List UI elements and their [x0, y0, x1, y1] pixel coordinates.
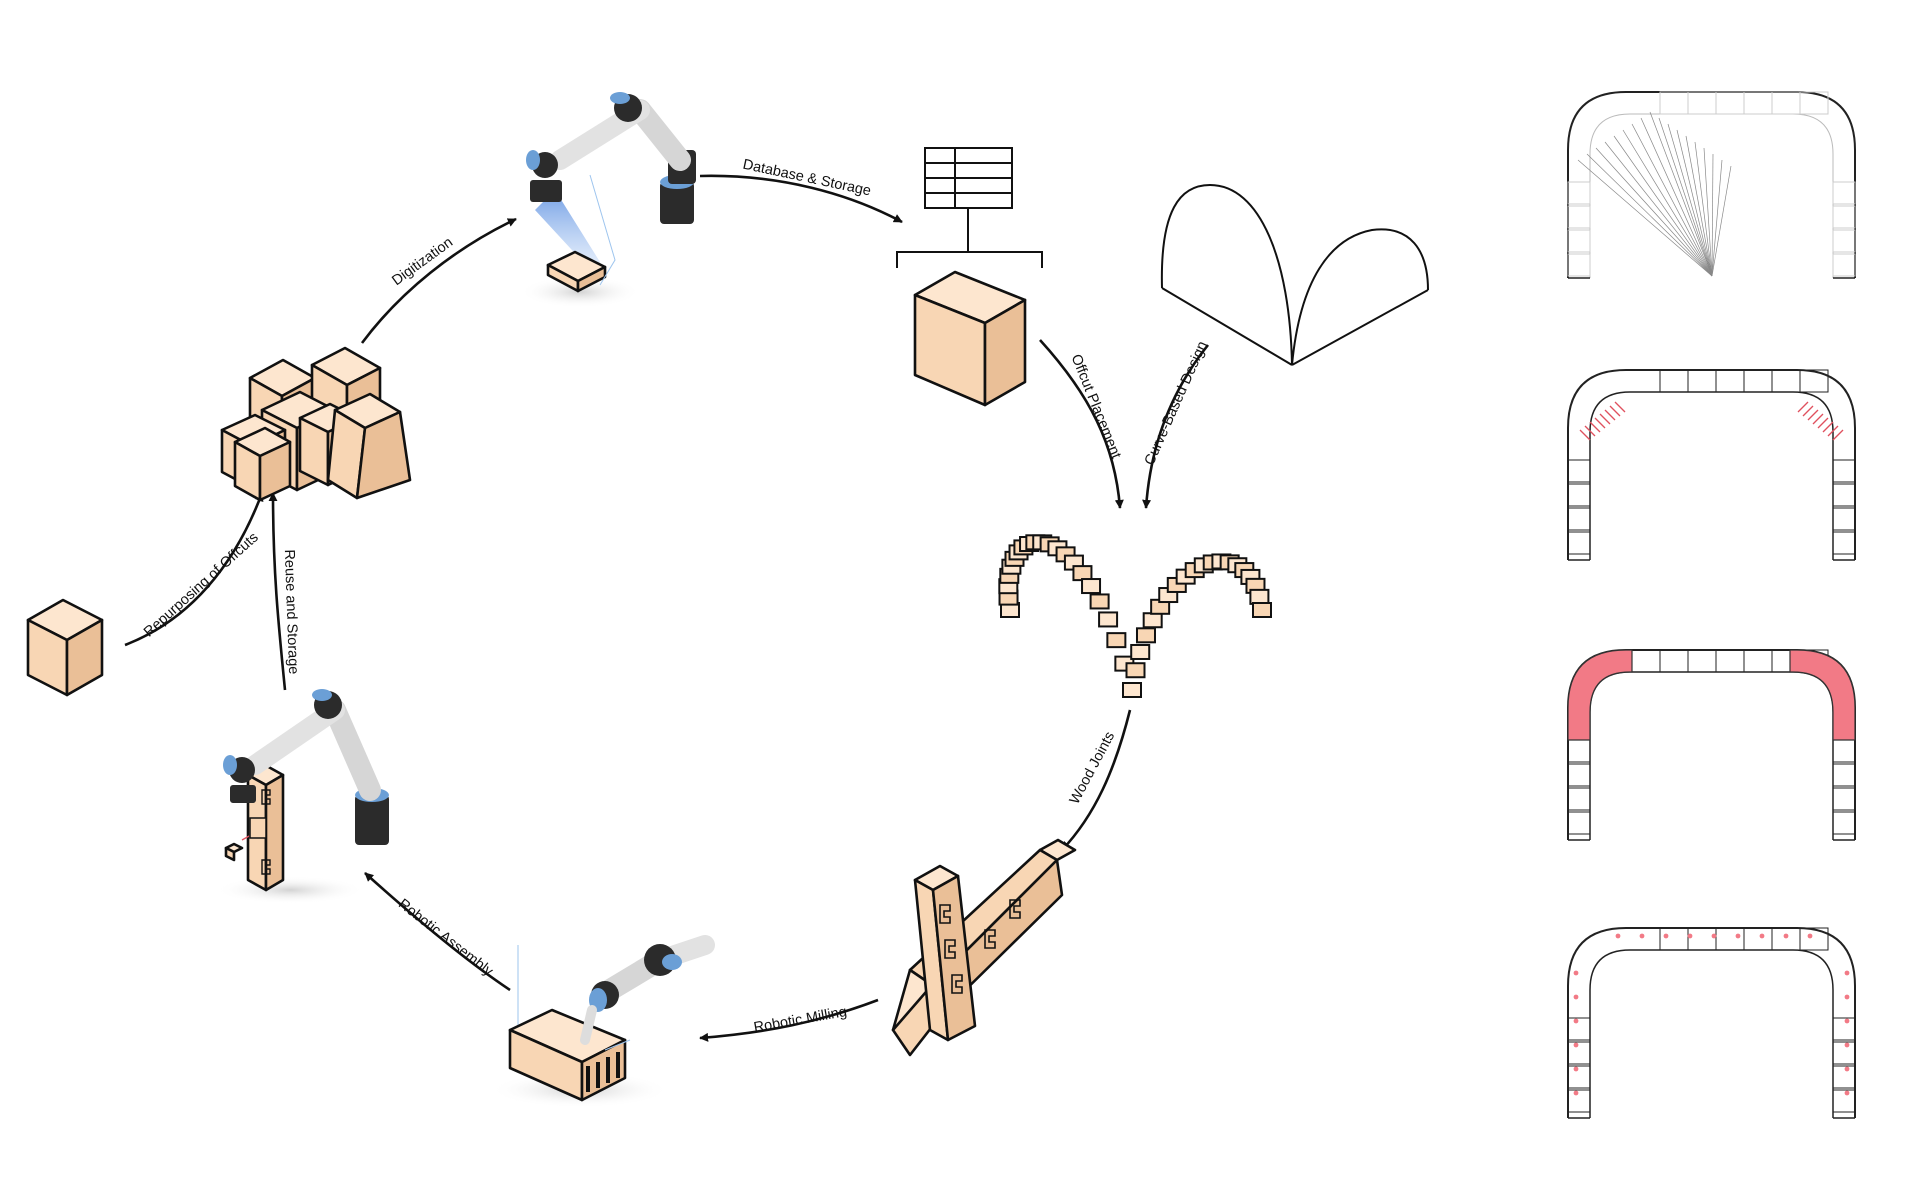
edge-curve-based-design-arrow — [1142, 344, 1210, 509]
arch-block — [1249, 588, 1270, 605]
wood-pile-icon — [220, 346, 412, 502]
arch-overlap-outline-icon — [1567, 369, 1856, 561]
arch-block — [1122, 682, 1142, 698]
arch-joint-locations-icon — [1567, 927, 1856, 1119]
database-table-icon — [896, 147, 1043, 407]
arch-corner-fill-icon — [1567, 649, 1856, 841]
robot-arm-scanner-icon — [520, 92, 696, 308]
edge-label-repurposing-of-offcuts: Repurposing of Offcuts — [141, 530, 262, 641]
edge-label-curve-based-design: Curve-Based Design — [1142, 339, 1211, 468]
edge-label-reuse-and-storage: Reuse and Storage — [281, 549, 301, 674]
edge-robotic-milling-arrow — [699, 998, 879, 1042]
wood-block-icon — [26, 598, 104, 697]
edge-robotic-assembly-arrow — [364, 872, 511, 992]
arch-block — [1252, 602, 1272, 618]
edge-label-robotic-milling: Robotic Milling — [752, 1004, 848, 1036]
arch-block — [1089, 593, 1110, 610]
edge-database-storage-arrow — [699, 174, 903, 224]
arch-block — [1130, 643, 1151, 660]
arch-block — [1081, 578, 1102, 595]
arch-block — [1106, 632, 1127, 649]
edge-wood-joints-arrow — [1061, 709, 1132, 851]
arch-placement-rays-icon — [1567, 91, 1856, 279]
arch-block — [1125, 662, 1146, 679]
arch-block — [1142, 612, 1163, 629]
edge-label-wood-joints: Wood Joints — [1067, 729, 1118, 807]
edge-repurposing-arrow — [124, 492, 264, 647]
arch-block — [1072, 565, 1093, 582]
double-arch-curve-icon — [1160, 183, 1429, 366]
edge-digitization-arrow — [360, 217, 517, 344]
robot-arm-milling-icon — [490, 935, 715, 1108]
block-arch-icon — [998, 534, 1272, 698]
arch-panels — [1567, 91, 1856, 1119]
arch-block — [1135, 627, 1156, 644]
edge-label-robotic-assembly: Robotic Assembly — [395, 896, 496, 980]
arch-block — [1098, 611, 1119, 628]
edge-label-offcut-placement: Offcut Placement — [1068, 352, 1124, 461]
edge-offcut-placement-arrow — [1039, 339, 1124, 509]
edge-reuse-and-storage-arrow — [268, 492, 287, 691]
dovetail-joint-icon — [891, 838, 1077, 1057]
robot-arm-assembly-icon — [215, 689, 389, 904]
